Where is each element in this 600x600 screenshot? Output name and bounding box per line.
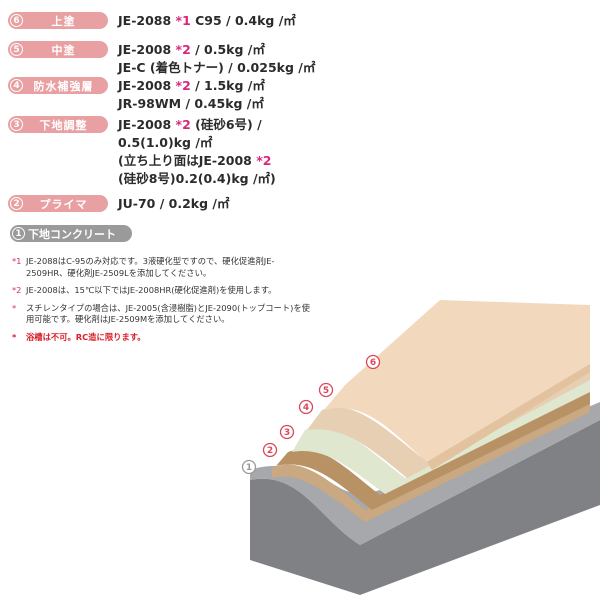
base-number: 1 [12,227,25,240]
footnote: * スチレンタイプの場合は、JE-2005(含浸樹脂)とJE-2090(トップコー… [12,303,312,326]
layer-pill: 4 防水補強層 [8,77,108,94]
spec-line: JE-C (着色トナー) / 0.025kg /㎡ [118,59,378,77]
notes-section: *1 JE-2088はC-95のみ対応です。3液硬化型ですので、硬化促進剤JE-2… [12,256,312,349]
note-text: JE-2088はC-95のみ対応です。3液硬化型ですので、硬化促進剤JE-250… [26,256,275,278]
spec-text: (硅砂8号)0.2(0.4)kg /㎡) [118,171,276,186]
topcoat-top-shape [324,300,590,462]
layer-marker-label-1: 1 [246,463,252,473]
spec-text: / 0.5kg /㎡ [190,42,265,57]
layer-marker-5 [318,382,334,398]
spec-text: JE-2008 [118,117,176,132]
footnote: *2 JE-2008は、15℃以下ではJE-2008HR(硬化促進剤)を使用します… [12,285,312,297]
layer-marker-6 [365,354,381,370]
layer-pill: 6 上塗 [8,12,108,29]
note-text: 浴槽は不可。RC造に限ります。 [26,331,146,342]
note-mark: *1 [12,256,22,266]
base-adjust-layer-shape [276,390,590,510]
footnote: *1 JE-2088はC-95のみ対応です。3液硬化型ですので、硬化促進剤JE-2… [12,256,312,279]
spec-line: JE-2008 *2 (硅砂6号) / [118,116,378,134]
layer-pill: 3 下地調整 [8,116,108,133]
spec-text: JE-C (着色トナー) / 0.025kg /㎡ [118,60,316,75]
warning-note: * 浴槽は不可。RC造に限ります。 [12,332,312,344]
note-mark: * [12,331,17,342]
concrete-side-shape [250,420,600,595]
spec-text: JE-2008 [118,78,176,93]
spec-text: JE-2008 [118,42,176,57]
layer-pill: 5 中塗 [8,41,108,58]
layer-marker-label-3: 3 [284,428,290,438]
spec-line: JE-2008 *2 / 0.5kg /㎡ [118,41,378,59]
asterisk-mark: *2 [256,153,272,168]
base-label: 下地コンクリート [28,227,116,241]
asterisk-mark: *2 [175,78,191,93]
layer-marker-label-2: 2 [267,446,273,456]
layer-label: プライマ [39,197,88,211]
spec-text: (立ち上り面はJE-2008 [118,153,257,168]
base-concrete-pill: 1 下地コンクリート [10,225,132,242]
note-mark: * [12,302,17,313]
layer-marker-label-6: 6 [370,358,376,368]
note-text: スチレンタイプの場合は、JE-2005(含浸樹脂)とJE-2090(トップコート… [26,302,310,325]
asterisk-mark: *2 [175,117,191,132]
layer-marker-label-5: 5 [323,386,329,396]
spec-line: (硅砂8号)0.2(0.4)kg /㎡) [118,170,378,188]
spec-text: 0.5(1.0)kg /㎡ [118,135,213,150]
layer-number: 3 [10,118,23,131]
spec-line: JR-98WM / 0.45kg /㎡ [118,95,378,113]
layer-pill: 2 プライマ [8,195,108,212]
layer-marker-4 [298,399,314,415]
note-text: JE-2008は、15℃以下ではJE-2008HR(硬化促進剤)を使用します。 [26,285,277,295]
spec-line: 0.5(1.0)kg /㎡ [118,134,378,152]
topcoat-edge-shape [427,364,590,470]
layer-number: 6 [10,14,23,27]
layer-number: 4 [10,79,23,92]
layer-label: 上塗 [51,14,76,28]
asterisk-mark: *1 [175,13,191,28]
layer-number: 5 [10,43,23,56]
layer-spec: JE-2008 *2 (硅砂6号) /0.5(1.0)kg /㎡(立ち上り面はJ… [118,116,378,188]
spec-line: JE-2008 *2 / 1.5kg /㎡ [118,77,378,95]
spec-text: (硅砂6号) / [190,117,262,132]
asterisk-mark: *2 [175,42,191,57]
intermediate-layer-shape [307,362,590,478]
layer-marker-3 [279,424,295,440]
layer-spec: JE-2088 *1 C95 / 0.4kg /㎡ [118,12,378,30]
waterproof-layer-shape [292,378,590,494]
note-mark: *2 [12,285,22,295]
layer-marker-label-4: 4 [303,403,309,413]
spec-text: JR-98WM / 0.45kg /㎡ [118,96,264,111]
layer-spec: JU-70 / 0.2kg /㎡ [118,195,378,213]
spec-line: (立ち上り面はJE-2008 *2 [118,152,378,170]
layer-marker-2 [262,442,278,458]
layer-label: 中塗 [51,43,76,57]
spec-line: JE-2088 *1 C95 / 0.4kg /㎡ [118,12,378,30]
spec-text: JU-70 / 0.2kg /㎡ [118,196,230,211]
spec-line: JU-70 / 0.2kg /㎡ [118,195,378,213]
spec-text: C95 / 0.4kg /㎡ [190,13,296,28]
layer-label: 防水補強層 [33,79,94,93]
layer-label: 下地調整 [39,118,88,132]
spec-text: / 1.5kg /㎡ [190,78,265,93]
layer-number: 2 [10,197,23,210]
spec-text: JE-2088 [118,13,176,28]
layer-marker-1 [241,459,257,475]
